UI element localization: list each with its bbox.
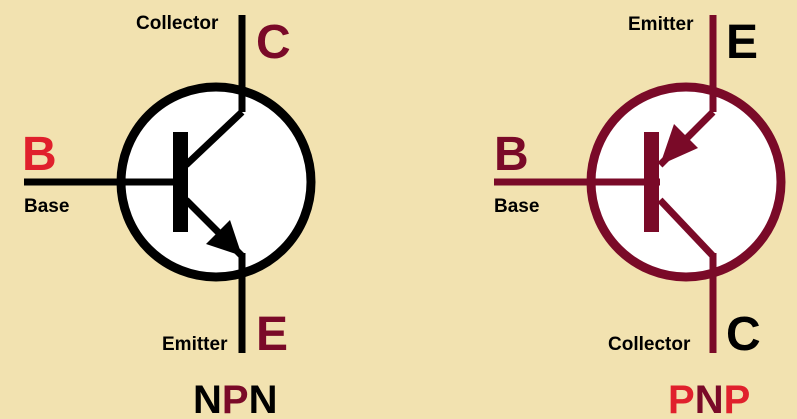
pnp-title-n: N	[695, 378, 724, 419]
npn-collector-label: Collector	[136, 13, 219, 34]
npn-emitter-arrow	[206, 220, 242, 256]
pnp-symbol: Emitter E B Base Collector C PNP	[494, 14, 786, 419]
npn-title-n1: N	[193, 378, 222, 419]
pnp-emitter-arrow	[660, 124, 698, 165]
pnp-collector-letter: C	[726, 308, 761, 361]
npn-base-letter: B	[22, 128, 57, 181]
npn-emitter-label: Emitter	[162, 334, 228, 355]
pnp-base-label: Base	[494, 196, 539, 217]
pnp-emitter-label: Emitter	[628, 14, 694, 35]
pnp-title-p1: P	[668, 378, 695, 419]
npn-emitter-letter: E	[256, 308, 288, 361]
npn-title: NPN	[193, 378, 277, 419]
pnp-base-bar	[644, 132, 659, 232]
pnp-emitter-letter: E	[726, 16, 758, 69]
npn-base-bar	[173, 132, 188, 232]
pnp-title: PNP	[668, 378, 750, 419]
npn-title-n2: N	[249, 378, 278, 419]
npn-symbol: Collector C B Base Emitter E NPN	[22, 13, 316, 419]
npn-title-p: P	[222, 378, 249, 419]
pnp-title-p2: P	[724, 378, 751, 419]
npn-collector-letter: C	[256, 16, 291, 69]
pnp-base-letter: B	[494, 128, 529, 181]
pnp-collector-label: Collector	[608, 334, 691, 355]
pnp-collector-diagonal	[657, 197, 716, 259]
npn-collector-diagonal	[183, 109, 245, 168]
npn-base-label: Base	[24, 196, 69, 217]
